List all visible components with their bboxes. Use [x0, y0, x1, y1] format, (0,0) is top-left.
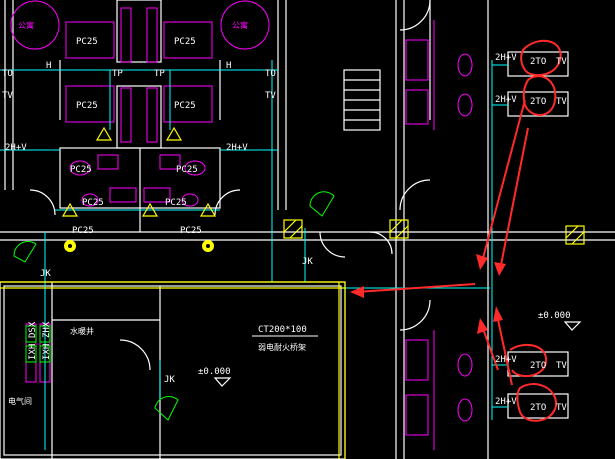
label-panel-dsx: DSX	[28, 321, 38, 338]
red-annotations	[355, 39, 562, 422]
label-h: H	[46, 61, 51, 71]
label-jk: JK	[302, 257, 313, 267]
label-level: ±0.000	[198, 367, 231, 377]
label-2hv: 2H+V	[495, 355, 517, 365]
label-tv: TV	[556, 361, 567, 371]
label-tv: TV	[556, 403, 567, 413]
label-pc25: PC25	[165, 198, 187, 208]
detectors	[64, 240, 214, 252]
labels: 公寓 公寓 PC25 PC25 PC25 PC25 PC25 PC25 PC25…	[2, 20, 571, 413]
label-2hv: 2H+V	[495, 53, 517, 63]
label-jk: JK	[40, 269, 51, 279]
label-2to: 2TO	[530, 361, 546, 371]
cable-runs	[0, 60, 508, 450]
label-2to: 2TO	[530, 403, 546, 413]
label-pc25: PC25	[82, 198, 104, 208]
label-pc25: PC25	[176, 165, 198, 175]
label-pc25: PC25	[70, 165, 92, 175]
label-2hv: 2H+V	[495, 397, 517, 407]
label-2hv: 2H+V	[495, 95, 517, 105]
label-cable-tray-name: 弱电耐火桥架	[258, 342, 306, 352]
label-pc25: PC25	[72, 226, 94, 236]
label-2to: 2TO	[530, 57, 546, 67]
label-pc25: PC25	[76, 101, 98, 111]
label-tp: TP	[112, 69, 123, 79]
label-jk: JK	[164, 375, 175, 385]
equipment-symbols	[13, 191, 335, 421]
label-panel-zhx: ZHX	[42, 321, 52, 338]
label-electric-room: 电气间	[8, 396, 32, 406]
cable-tray	[0, 126, 585, 459]
hatched-box-1	[283, 219, 303, 239]
label-pc25: PC25	[174, 101, 196, 111]
label-to: TO	[2, 69, 13, 79]
label-tv: TV	[556, 97, 567, 107]
furniture	[10, 0, 473, 450]
label-tv: TV	[2, 91, 13, 101]
label-gongyu-right: 公寓	[232, 20, 248, 30]
label-tp: TP	[154, 69, 165, 79]
label-h: H	[226, 61, 231, 71]
hatched-box-3	[565, 225, 585, 245]
label-2hv: 2H+V	[226, 143, 248, 153]
label-gongyu-left: 公寓	[18, 20, 34, 30]
label-level: ±0.000	[538, 311, 571, 321]
label-panel-ixh: IXH	[28, 344, 38, 360]
hatched-box-2	[389, 219, 409, 239]
label-2to: 2TO	[530, 97, 546, 107]
label-pc25: PC25	[174, 37, 196, 47]
label-tv: TV	[556, 57, 567, 67]
label-panel-ixh: IXH	[42, 344, 52, 360]
label-cable-tray-code: CT200*100	[258, 325, 307, 335]
label-pc25: PC25	[180, 226, 202, 236]
label-2hv: 2H+V	[5, 143, 27, 153]
red-arrowheads	[350, 254, 506, 334]
label-water-well: 水暖井	[70, 326, 94, 336]
label-pc25: PC25	[76, 37, 98, 47]
label-tv: TV	[265, 91, 276, 101]
label-to: TO	[265, 69, 276, 79]
